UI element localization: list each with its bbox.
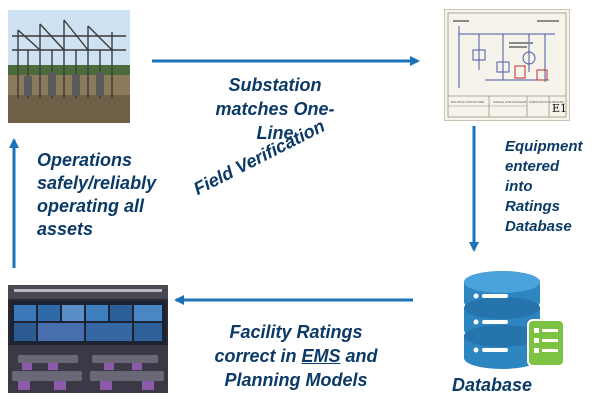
oneline-title-box-1: ROUTING STRUCTURE xyxy=(451,100,485,104)
label-operations-line-3: operating all xyxy=(37,196,145,216)
label-equipment-entered: Equipment entered into Ratings Database xyxy=(505,137,583,237)
label-equipment-line-4: Ratings xyxy=(505,198,561,215)
label-equipment-line-5: Database xyxy=(505,218,572,235)
control-room-photo xyxy=(8,285,168,393)
label-operations-line-2: safely/reliably xyxy=(37,173,157,193)
database-icon xyxy=(460,268,570,378)
label-facility-line-2-suffix: and xyxy=(340,346,378,366)
oneline-title-box-2: SINGLE LINE DIAGRAM xyxy=(493,100,527,104)
oneline-title-box-3: SUBSTATION SUMMARY xyxy=(529,100,564,104)
label-facility-line-2-prefix: correct in xyxy=(214,346,302,366)
ems-link: EMS xyxy=(301,346,341,366)
label-facility-line-3: Planning Models xyxy=(224,370,368,390)
label-operations: Operations safely/reliably operating all… xyxy=(37,149,156,241)
oneline-page-mark: E1 xyxy=(552,102,568,115)
label-facility-line-2: correct in EMS and xyxy=(198,344,394,368)
label-operations-line-4: assets xyxy=(37,219,94,239)
label-database: Database xyxy=(452,375,533,395)
label-facility-line-1: Facility Ratings xyxy=(229,322,363,342)
label-equipment-line-2: entered xyxy=(505,158,560,175)
one-line-diagram: ROUTING STRUCTURE SINGLE LINE DIAGRAM SU… xyxy=(444,9,570,121)
label-facility-ratings: Facility Ratings correct in EMS and Plan… xyxy=(198,320,394,392)
substation-photo xyxy=(8,10,130,123)
label-substation-matches-one-line: Substation matches One-Line xyxy=(205,73,345,145)
label-substation-line-2: matches One-Line xyxy=(215,99,335,143)
label-equipment-line-3: into xyxy=(505,178,533,195)
label-substation-line-1: Substation xyxy=(228,75,322,95)
label-operations-line-1: Operations xyxy=(37,150,133,170)
label-equipment-line-1: Equipment xyxy=(505,138,583,155)
